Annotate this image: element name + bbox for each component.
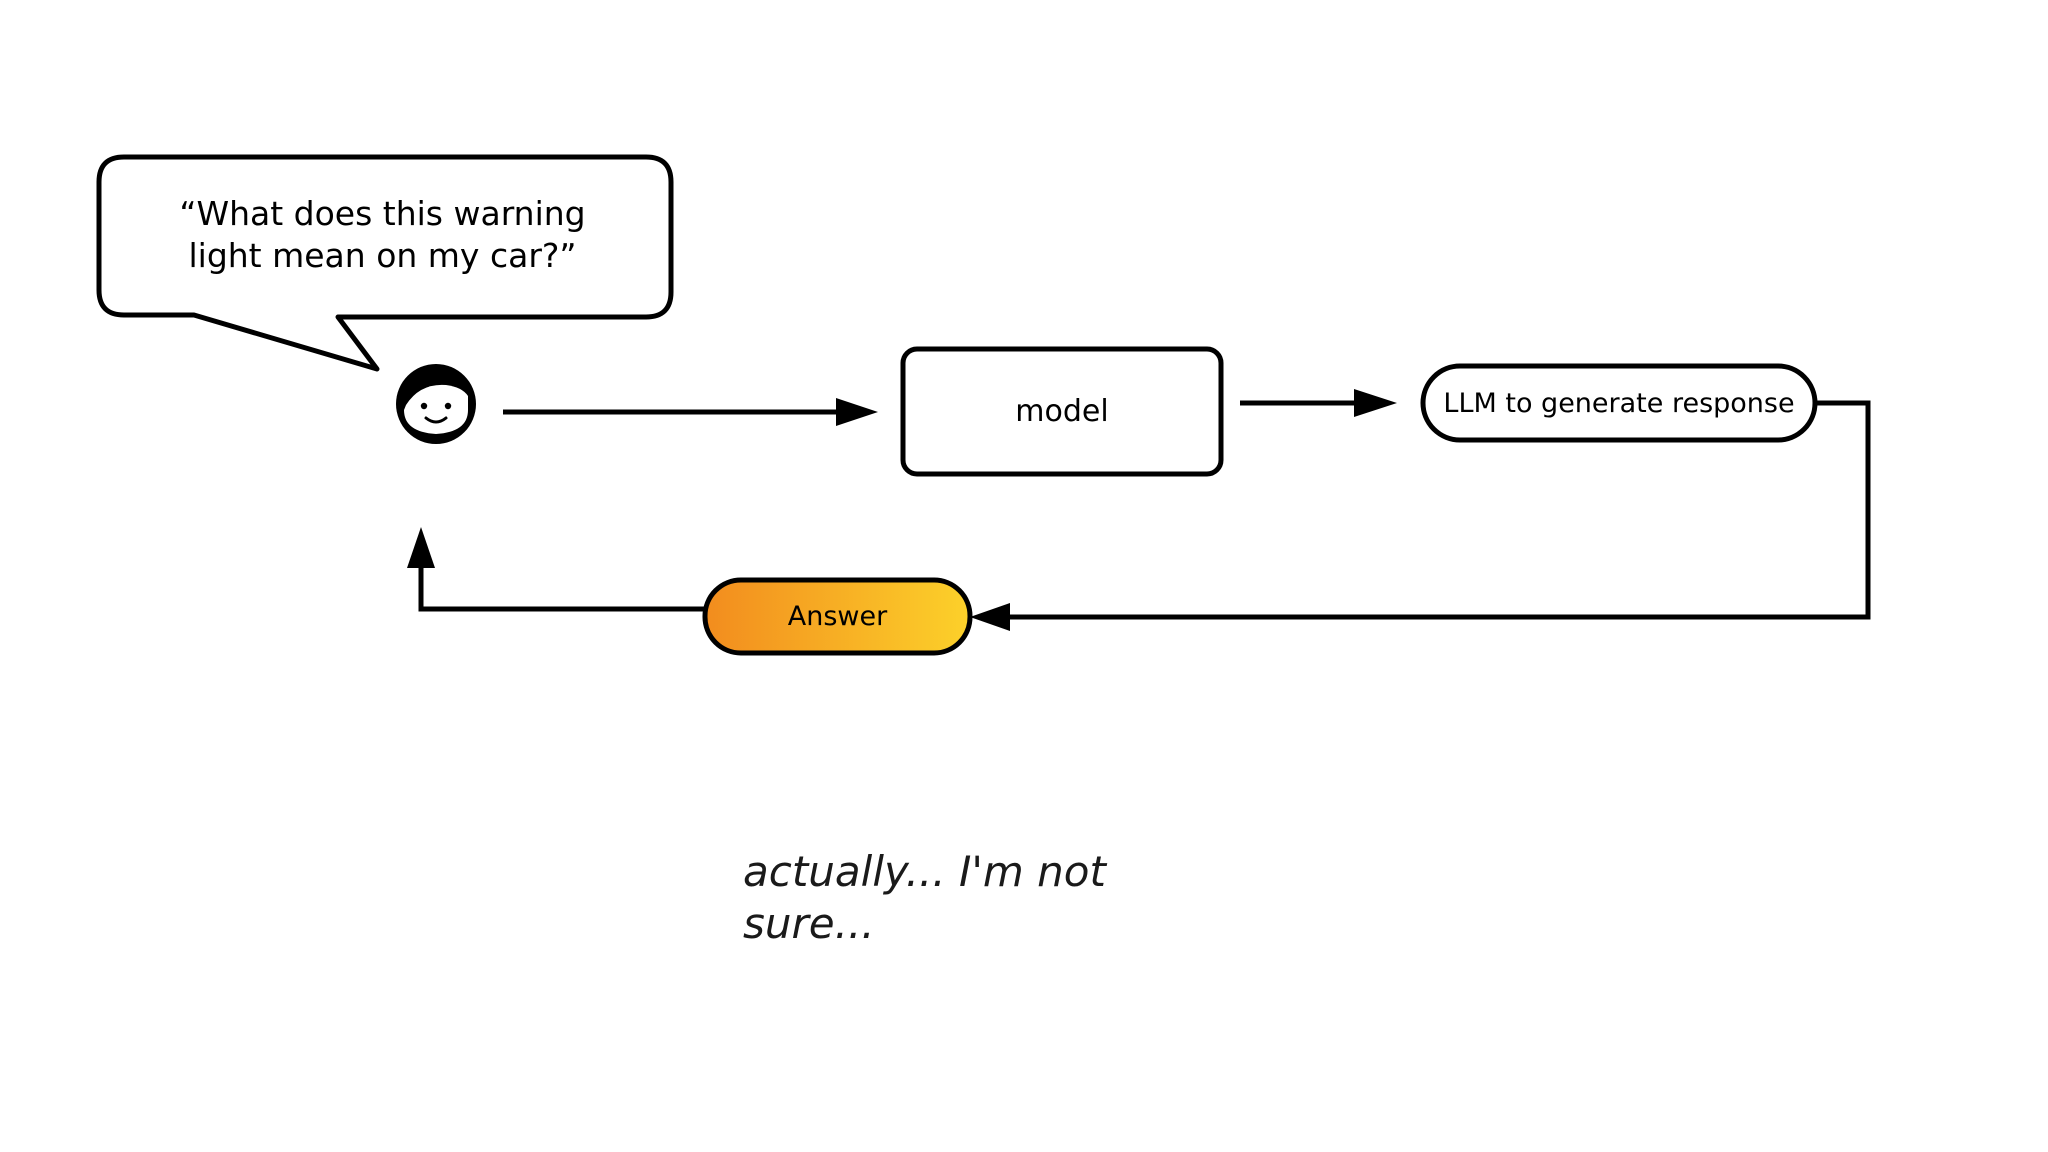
caption-text: actually... I'm not sure... <box>743 847 1106 948</box>
arrow-answer-to-user <box>407 527 705 612</box>
arrow-llm-to-answer <box>970 400 1871 631</box>
speech-bubble <box>96 154 674 372</box>
arrow-model-to-llm <box>1240 389 1397 417</box>
user-face-icon <box>396 364 476 444</box>
user-question: “What does this warning light mean on my… <box>179 194 586 275</box>
llm-label: LLM to generate response <box>1443 387 1795 419</box>
model-label: model <box>1015 394 1109 429</box>
model-box <box>900 346 1224 477</box>
arrow-user-to-model <box>503 398 878 426</box>
answer-box <box>702 577 973 656</box>
answer-label: Answer <box>787 601 888 632</box>
